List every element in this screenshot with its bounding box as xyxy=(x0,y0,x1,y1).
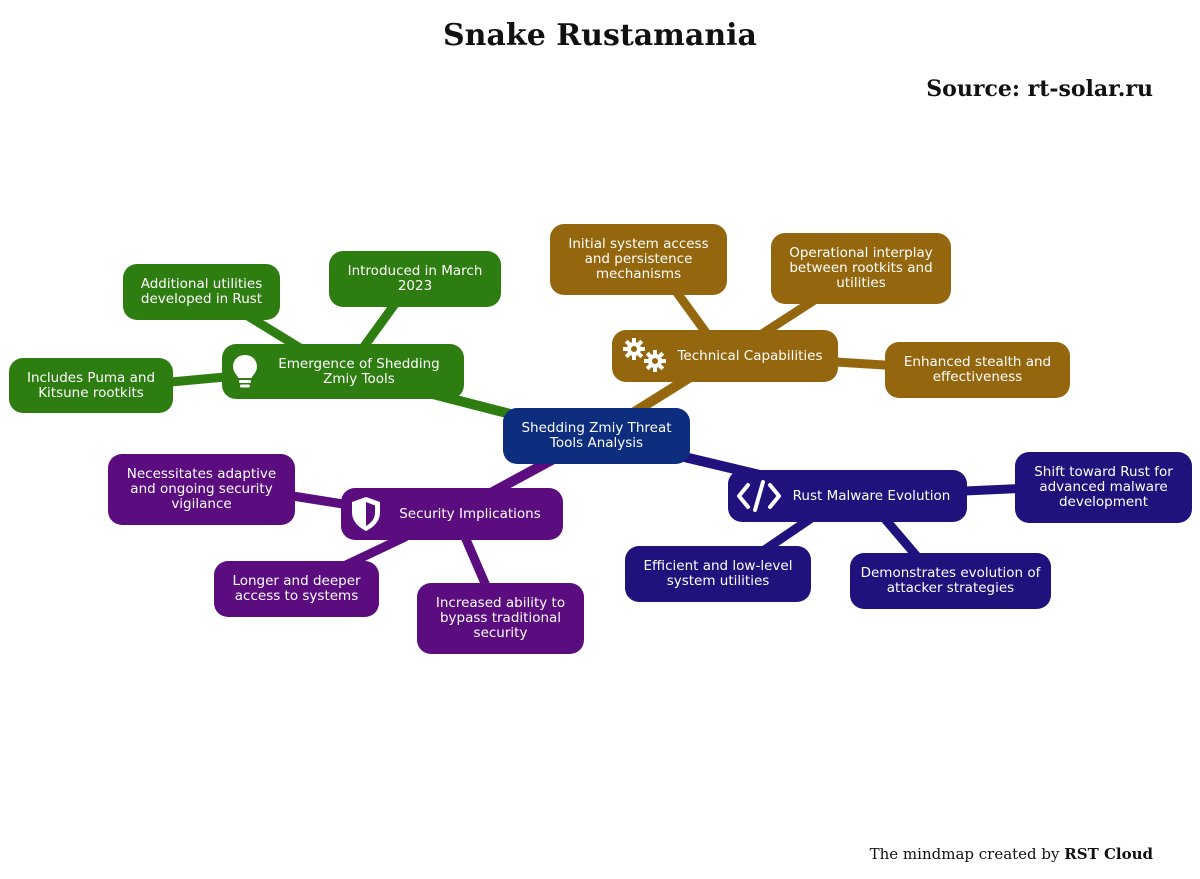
rust-child-2-label: Efficient and low-level system utilities xyxy=(643,558,793,589)
security-child-2-label: Longer and deeper access to systems xyxy=(232,573,361,604)
technical-child-3[interactable]: Enhanced stealth and effectiveness xyxy=(885,342,1070,398)
code-icon xyxy=(736,479,782,513)
rust-child-3-label: Demonstrates evolution of attacker strat… xyxy=(860,565,1041,596)
technical-child-1[interactable]: Initial system access and persistence me… xyxy=(550,224,727,295)
lightbulb-icon xyxy=(230,353,260,391)
rust-child-2[interactable]: Efficient and low-level system utilities xyxy=(625,546,811,602)
emergence-child-2[interactable]: Introduced in March 2023 xyxy=(329,251,501,307)
technical-child-1-label: Initial system access and persistence me… xyxy=(568,236,709,282)
shield-icon xyxy=(349,495,383,533)
rust-child-1[interactable]: Shift toward Rust for advanced malware d… xyxy=(1015,452,1192,523)
rust-child-3[interactable]: Demonstrates evolution of attacker strat… xyxy=(850,553,1051,609)
emergence-child-3[interactable]: Includes Puma and Kitsune rootkits xyxy=(9,358,173,413)
footer-brand: RST Cloud xyxy=(1064,845,1153,863)
footer-credit: The mindmap created by RST Cloud xyxy=(870,845,1153,863)
emergence-child-2-label: Introduced in March 2023 xyxy=(347,263,483,294)
branch-technical[interactable]: Technical Capabilities xyxy=(612,330,838,382)
rust-child-1-label: Shift toward Rust for advanced malware d… xyxy=(1034,464,1173,510)
branch-rust[interactable]: Rust Malware Evolution xyxy=(728,470,967,522)
technical-child-2-label: Operational interplay between rootkits a… xyxy=(789,245,933,291)
emergence-child-1[interactable]: Additional utilities developed in Rust xyxy=(123,264,280,320)
gears-icon xyxy=(620,336,668,376)
technical-child-3-label: Enhanced stealth and effectiveness xyxy=(903,354,1052,385)
security-child-3[interactable]: Increased ability to bypass traditional … xyxy=(417,583,584,654)
source-label: Source: rt-solar.ru xyxy=(926,76,1153,102)
emergence-child-1-label: Additional utilities developed in Rust xyxy=(140,276,263,307)
technical-child-2[interactable]: Operational interplay between rootkits a… xyxy=(771,233,951,304)
center-node-label: Shedding Zmiy Threat Tools Analysis xyxy=(521,420,672,451)
security-child-3-label: Increased ability to bypass traditional … xyxy=(435,595,566,641)
security-child-1-label: Necessitates adaptive and ongoing securi… xyxy=(126,466,277,512)
page-title: Snake Rustamania xyxy=(443,18,757,53)
security-child-2[interactable]: Longer and deeper access to systems xyxy=(214,561,379,617)
branch-security[interactable]: Security Implications xyxy=(341,488,563,540)
branch-rust-label: Rust Malware Evolution xyxy=(792,487,951,504)
branch-emergence-label: Emergence of Shedding Zmiy Tools xyxy=(278,355,440,387)
center-node[interactable]: Shedding Zmiy Threat Tools Analysis xyxy=(503,408,690,464)
emergence-child-3-label: Includes Puma and Kitsune rootkits xyxy=(26,369,156,401)
branch-security-label: Security Implications xyxy=(399,505,541,522)
footer-prefix: The mindmap created by xyxy=(869,845,1060,863)
branch-technical-label: Technical Capabilities xyxy=(677,347,823,364)
branch-emergence[interactable]: Emergence of Shedding Zmiy Tools xyxy=(222,344,464,399)
security-child-1[interactable]: Necessitates adaptive and ongoing securi… xyxy=(108,454,295,525)
